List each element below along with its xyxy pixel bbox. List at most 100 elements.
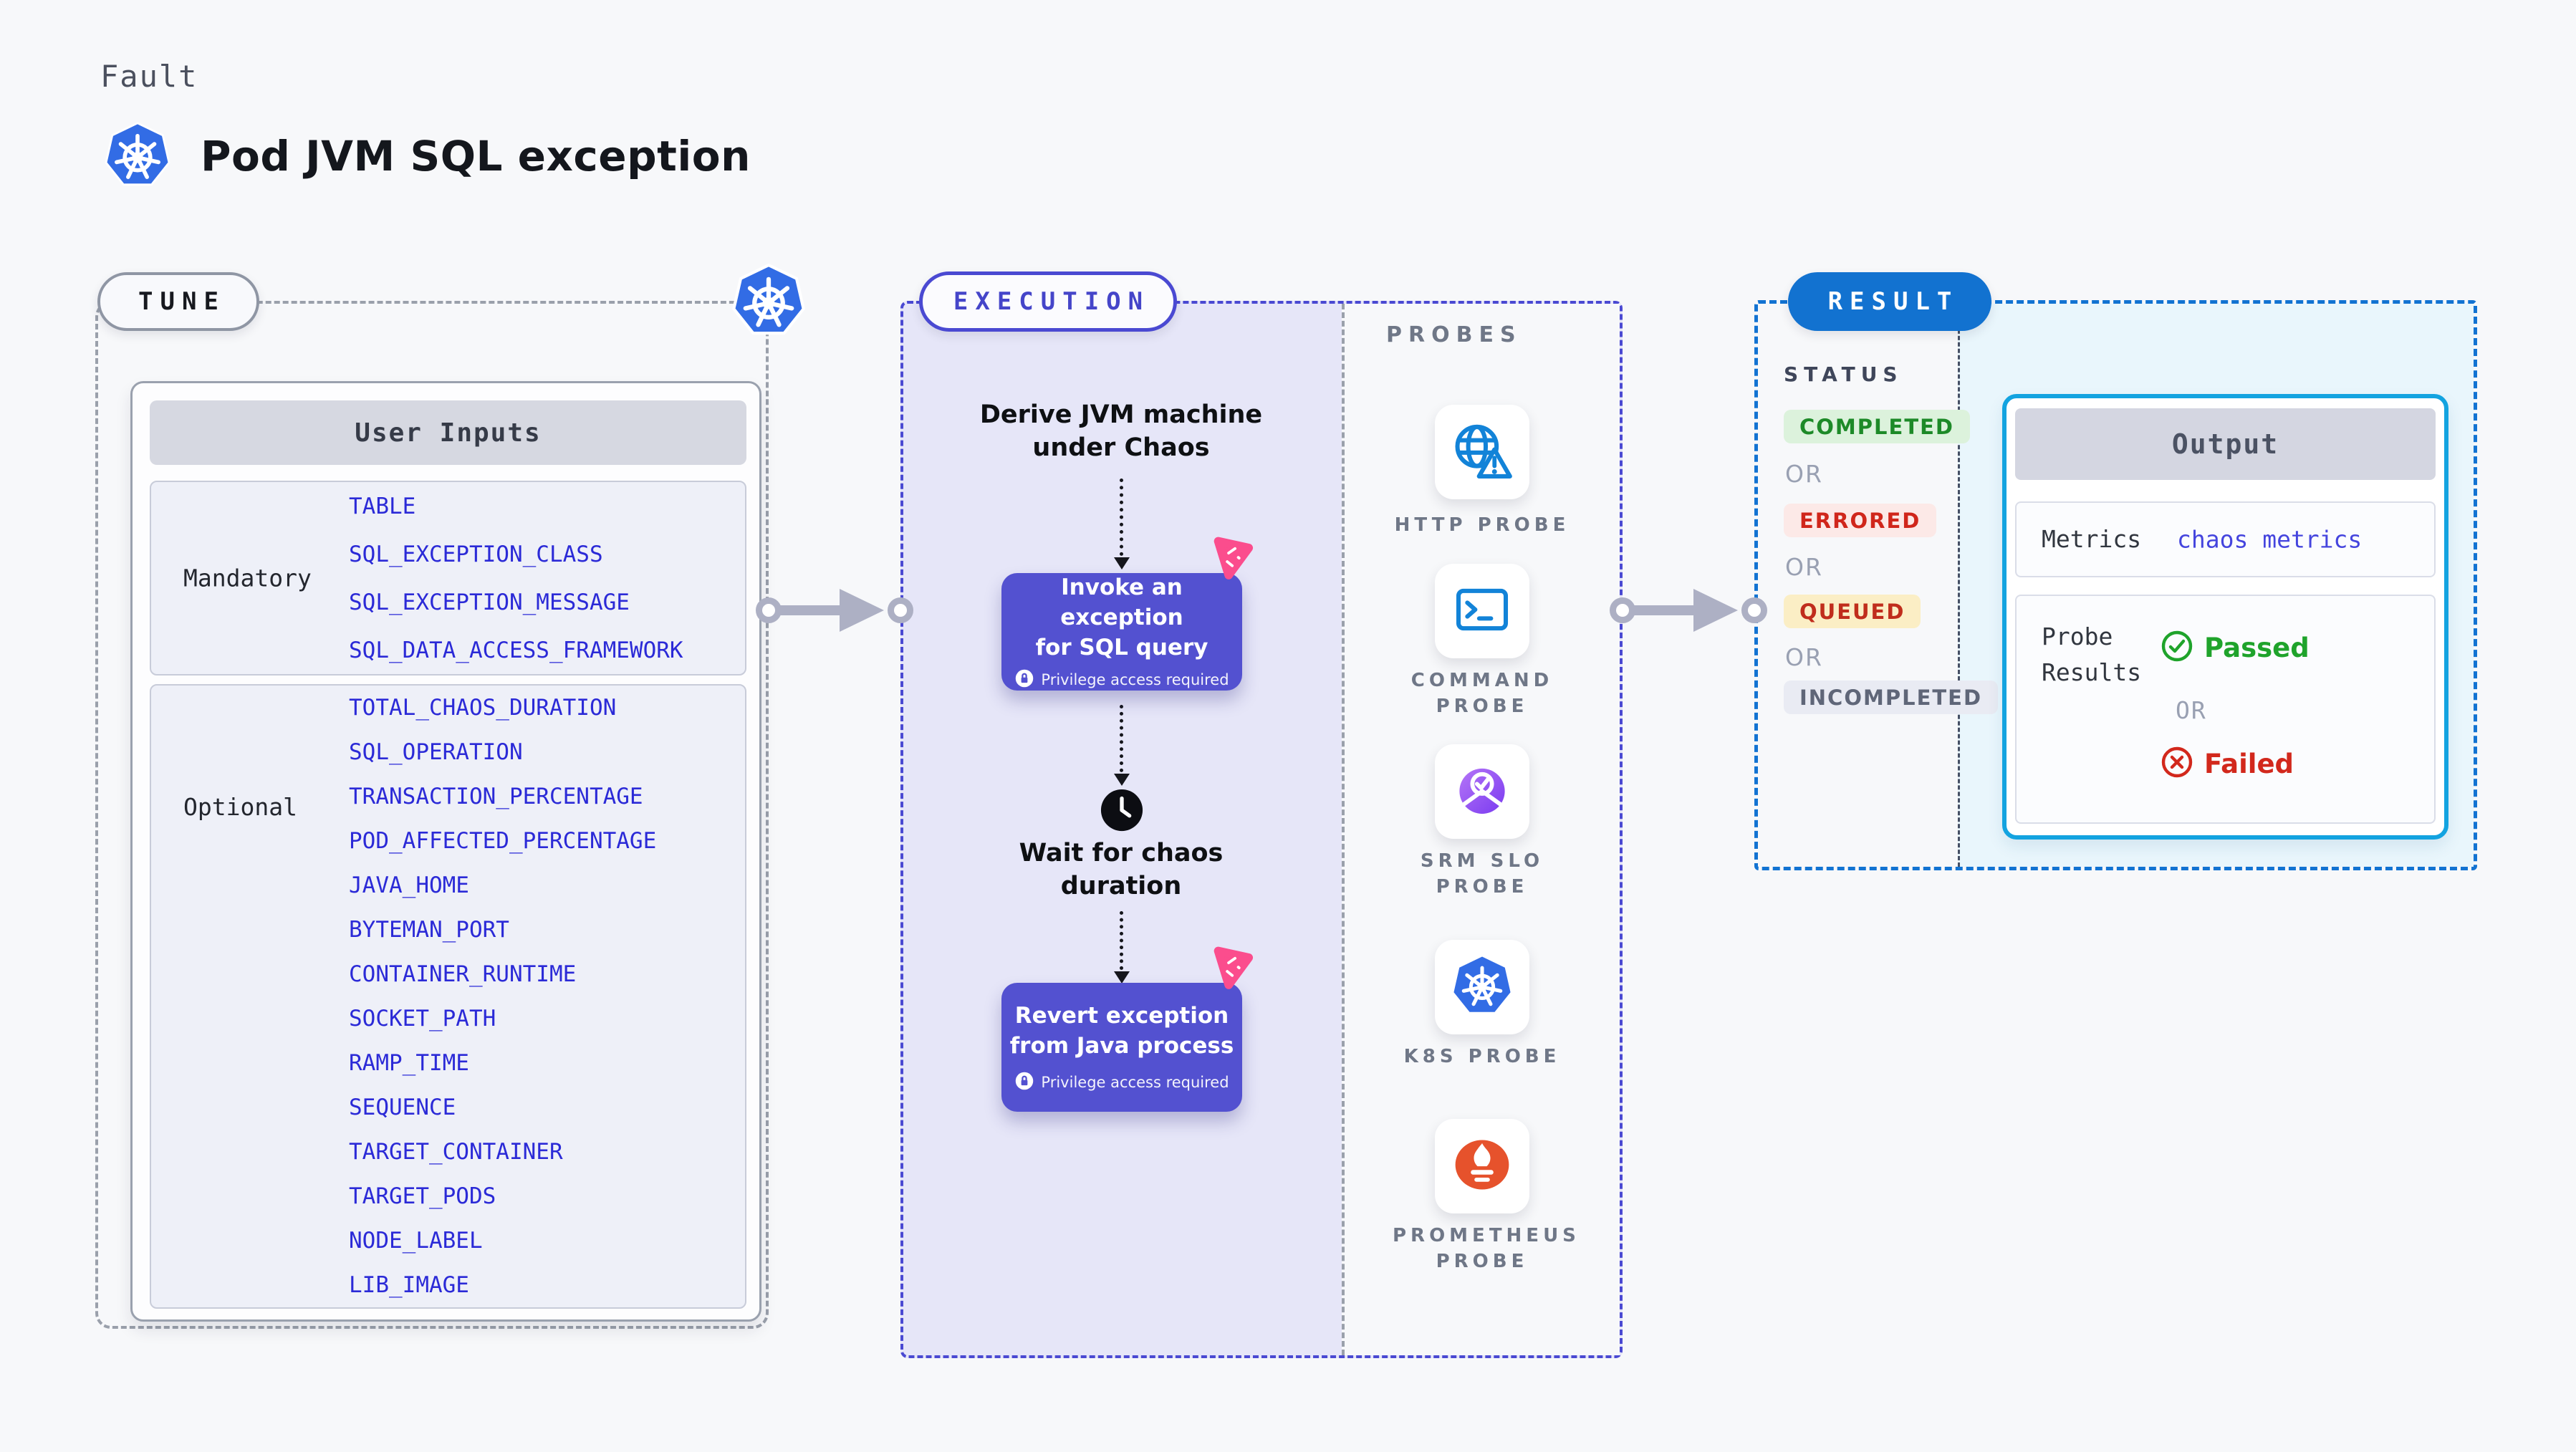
arrow-down-icon	[1114, 971, 1130, 984]
probe-label-srm-slo: SRM SLO PROBE	[1420, 850, 1544, 898]
status-badge-incompleted: INCOMPLETED	[1784, 681, 1999, 714]
optional-params-list: TOTAL_CHAOS_DURATION SQL_OPERATION TRANS…	[349, 686, 738, 1307]
step-derive-jvm: Derive JVM machine under Chaos	[979, 400, 1263, 462]
optional-label: Optional	[183, 793, 297, 821]
user-inputs-title: User Inputs	[355, 418, 542, 448]
param-item: LIB_IMAGE	[349, 1272, 469, 1298]
status-badge-completed: COMPLETED	[1784, 410, 1971, 443]
connector-dot	[1741, 597, 1767, 623]
clock-icon	[1100, 788, 1144, 835]
lock-icon	[1014, 668, 1034, 691]
param-item: POD_AFFECTED_PERCENTAGE	[349, 828, 657, 854]
param-item: TABLE	[349, 493, 416, 519]
param-item: SOCKET_PATH	[349, 1006, 496, 1032]
or-label: OR	[2176, 696, 2207, 724]
param-item: TARGET_CONTAINER	[349, 1139, 563, 1165]
probe-card-prometheus	[1435, 1119, 1529, 1213]
param-item: SQL_EXCEPTION_CLASS	[349, 541, 603, 567]
privilege-note: Privilege access required	[1014, 668, 1229, 691]
tune-badge: TUNE	[97, 272, 259, 331]
param-item: SQL_EXCEPTION_MESSAGE	[349, 589, 630, 615]
arrow-down-icon	[1120, 479, 1123, 556]
mandatory-params-box: Mandatory TABLE SQL_EXCEPTION_CLASS SQL_…	[150, 481, 746, 675]
status-badge-queued: QUEUED	[1784, 595, 1921, 628]
metrics-label: Metrics	[2042, 525, 2142, 553]
fault-kicker: Fault	[100, 59, 198, 94]
step-invoke-exception: Invoke an exception for SQL query Privil…	[1001, 573, 1242, 691]
param-item: NODE_LABEL	[349, 1228, 483, 1254]
result-badge: RESULT	[1788, 272, 1991, 331]
metrics-value: chaos metrics	[2177, 525, 2363, 554]
step-revert-exception: Revert exception from Java process Privi…	[1001, 983, 1242, 1112]
privilege-note: Privilege access required	[1014, 1071, 1229, 1094]
user-inputs-card: User Inputs Mandatory TABLE SQL_EXCEPTIO…	[130, 381, 761, 1322]
arrow-down-icon	[1114, 557, 1130, 569]
tune-section	[95, 301, 769, 1329]
output-header: Output	[2015, 408, 2436, 480]
output-card: Output Metrics chaos metrics Probe Resul…	[2002, 394, 2448, 840]
probe-card-k8s	[1435, 940, 1529, 1034]
param-item: SEQUENCE	[349, 1095, 456, 1120]
probe-results-row: Probe Results Passed OR	[2015, 595, 2436, 824]
prometheus-probe-icon	[1449, 1132, 1515, 1201]
connector-dot	[888, 597, 913, 623]
k8s-probe-icon	[1449, 953, 1515, 1021]
chaos-pinwheel-icon	[1208, 533, 1256, 585]
arrow-down-icon	[1120, 705, 1123, 772]
command-probe-icon	[1451, 578, 1514, 644]
param-item: CONTAINER_RUNTIME	[349, 961, 577, 987]
probe-results-label: Probe Results	[2042, 622, 2142, 686]
or-label: OR	[1785, 643, 1823, 671]
metrics-row: Metrics chaos metrics	[2015, 501, 2436, 577]
arrow-right-icon	[769, 605, 850, 615]
probe-card-srm-slo	[1435, 744, 1529, 839]
probe-card-command	[1435, 564, 1529, 658]
connector-dot	[756, 597, 782, 623]
status-badge-errored: ERRORED	[1784, 504, 1937, 537]
param-item: JAVA_HOME	[349, 872, 469, 898]
probe-result-failed: Failed	[2160, 745, 2294, 782]
connector-dot	[1610, 597, 1635, 623]
tune-badge-label: TUNE	[138, 287, 226, 316]
probe-result-passed: Passed	[2160, 629, 2310, 666]
probes-panel-label: PROBES	[1386, 322, 1522, 347]
or-label: OR	[1785, 460, 1823, 488]
probe-label-prometheus: PROMETHEUS PROBE	[1393, 1225, 1580, 1272]
output-title: Output	[2171, 428, 2279, 460]
or-label: OR	[1785, 553, 1823, 581]
probe-card-http	[1435, 405, 1529, 499]
x-circle-icon	[2160, 745, 2194, 782]
param-item: TOTAL_CHAOS_DURATION	[349, 695, 617, 721]
probe-label-http: HTTP PROBE	[1394, 514, 1570, 536]
execution-badge: EXECUTION	[919, 271, 1177, 332]
http-probe-icon	[1449, 418, 1515, 486]
user-inputs-header: User Inputs	[150, 400, 746, 465]
execution-badge-label: EXECUTION	[953, 287, 1150, 316]
arrow-down-icon	[1120, 911, 1123, 970]
chaos-pinwheel-icon	[1208, 943, 1256, 994]
srm-slo-probe-icon	[1449, 757, 1515, 826]
probe-label-command: COMMAND PROBE	[1410, 670, 1554, 717]
arrow-right-icon	[1693, 589, 1738, 632]
arrow-right-icon	[1623, 605, 1704, 615]
param-item: RAMP_TIME	[349, 1050, 469, 1076]
optional-params-box: Optional TOTAL_CHAOS_DURATION SQL_OPERAT…	[150, 684, 746, 1309]
probe-label-k8s: K8S PROBE	[1403, 1046, 1561, 1067]
mandatory-label: Mandatory	[183, 564, 312, 592]
kubernetes-icon	[731, 263, 806, 341]
param-item: TRANSACTION_PERCENTAGE	[349, 784, 643, 809]
param-item: SQL_OPERATION	[349, 739, 523, 765]
arrow-down-icon	[1114, 774, 1130, 786]
page-title: Pod JVM SQL exception	[201, 132, 751, 181]
lock-icon	[1014, 1071, 1034, 1094]
arrow-right-icon	[840, 589, 884, 632]
result-badge-label: RESULT	[1827, 287, 1959, 316]
step-wait-duration: Wait for chaos duration	[1019, 839, 1224, 900]
kubernetes-icon	[104, 122, 171, 192]
param-item: TARGET_PODS	[349, 1183, 496, 1209]
status-label: STATUS	[1784, 362, 1903, 386]
param-item: SQL_DATA_ACCESS_FRAMEWORK	[349, 637, 683, 663]
check-circle-icon	[2160, 629, 2194, 666]
mandatory-params-list: TABLE SQL_EXCEPTION_CLASS SQL_EXCEPTION_…	[349, 482, 738, 674]
